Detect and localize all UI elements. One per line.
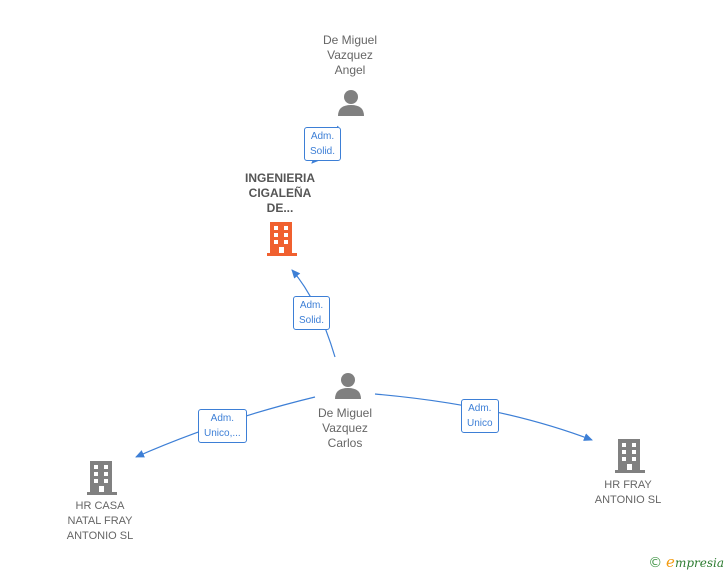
edge-label-line: Solid. <box>299 315 325 326</box>
label-line: Vazquez <box>327 48 373 62</box>
label-line: Carlos <box>327 436 363 450</box>
label-line: Vazquez <box>322 421 368 435</box>
label-line: De Miguel <box>322 33 378 47</box>
node-label-company-focus[interactable]: INGENIERIA CIGALEÑA DE... <box>222 171 338 216</box>
node-label-company-left[interactable]: HR CASA NATAL FRAY ANTONIO SL <box>48 499 152 544</box>
brand-initial: e <box>666 553 675 571</box>
label-line: Angel <box>334 63 366 77</box>
copyright-icon: © <box>648 555 663 571</box>
label-line: HR FRAY <box>604 479 652 491</box>
node-label-person-center[interactable]: De Miguel Vazquez Carlos <box>295 406 395 451</box>
node-label-company-right[interactable]: HR FRAY ANTONIO SL <box>576 478 680 508</box>
label-line: INGENIERIA <box>244 171 315 185</box>
edge-label-line: Adm. <box>210 413 235 424</box>
node-label-person-top[interactable]: De Miguel Vazquez Angel <box>300 33 400 78</box>
edge-label-center-to-focus[interactable]: Adm. Solid. <box>293 296 331 330</box>
label-line: DE... <box>266 201 294 215</box>
empresia-logo[interactable]: © empresia <box>648 553 724 571</box>
edge-label-line: Solid. <box>310 146 336 157</box>
person-icon[interactable] <box>335 373 361 399</box>
edge-label-line: Adm. <box>468 403 492 414</box>
edge-label-center-to-right[interactable]: Adm. Unico <box>461 399 499 433</box>
building-icon[interactable] <box>87 461 117 495</box>
label-line: ANTONIO SL <box>594 494 662 506</box>
edge-label-top-to-focus[interactable]: Adm. Solid. <box>304 127 342 161</box>
label-line: HR CASA <box>75 500 125 512</box>
building-icon[interactable] <box>615 439 645 473</box>
brand-name: mpresia <box>674 556 724 570</box>
label-line: De Miguel <box>317 406 373 420</box>
edge-label-line: Adm. <box>310 131 335 142</box>
label-line: NATAL FRAY <box>67 515 133 527</box>
label-line: ANTONIO SL <box>66 530 134 542</box>
edge-label-line: Adm. <box>299 300 324 311</box>
building-icon[interactable] <box>267 222 297 256</box>
edge-label-line: Unico <box>467 418 493 429</box>
edge-label-center-to-left[interactable]: Adm. Unico,... <box>198 409 247 443</box>
label-line: CIGALEÑA <box>248 186 312 200</box>
edge-label-line: Unico,... <box>204 428 241 439</box>
person-icon[interactable] <box>338 90 364 116</box>
